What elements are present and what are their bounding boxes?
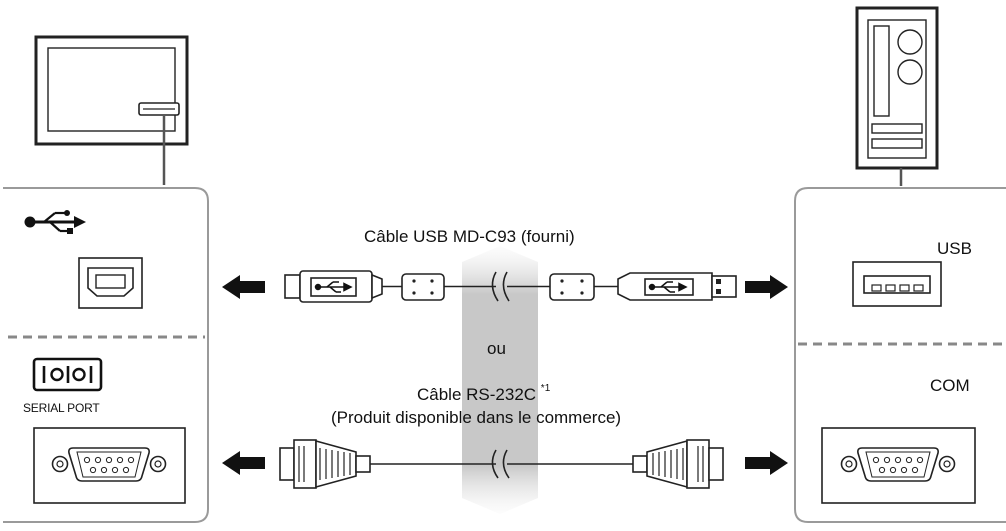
usb-cable-details [412,279,721,295]
or-band [462,246,538,514]
usb-plug-logo-icon [314,281,688,293]
monitor-icon [34,35,189,185]
serial-port-icon [32,357,103,392]
arrow-right-usb [745,275,788,299]
arrow-left-usb [222,275,265,299]
arrows [222,275,788,475]
rs232c-caption-line1: Câble RS-232C *1 [417,383,551,405]
usb-port-label: USB [937,239,972,258]
arrow-left-serial [222,451,265,475]
usb-b-port [78,257,143,309]
usb-cable-caption: Câble USB MD-C93 (fourni) [364,227,575,246]
rs232c-footnote-mark: *1 [540,383,551,395]
rs232c-caption-text: Câble RS-232C [417,385,537,404]
serial-port-label: SERIAL PORT [23,401,100,415]
or-label: ou [487,339,506,358]
pc-tower-icon [855,6,939,186]
usb-a-port [852,261,942,307]
serial-db9-port-left [33,427,186,504]
serial-db9-port-right [821,427,976,504]
usb-symbol-icon [24,210,86,234]
rs232c-connector-ribs [298,446,704,482]
com-port-label: COM [930,376,970,395]
arrow-right-serial [745,451,788,475]
rs232c-caption-line2: (Produit disponible dans le commerce) [331,408,622,427]
